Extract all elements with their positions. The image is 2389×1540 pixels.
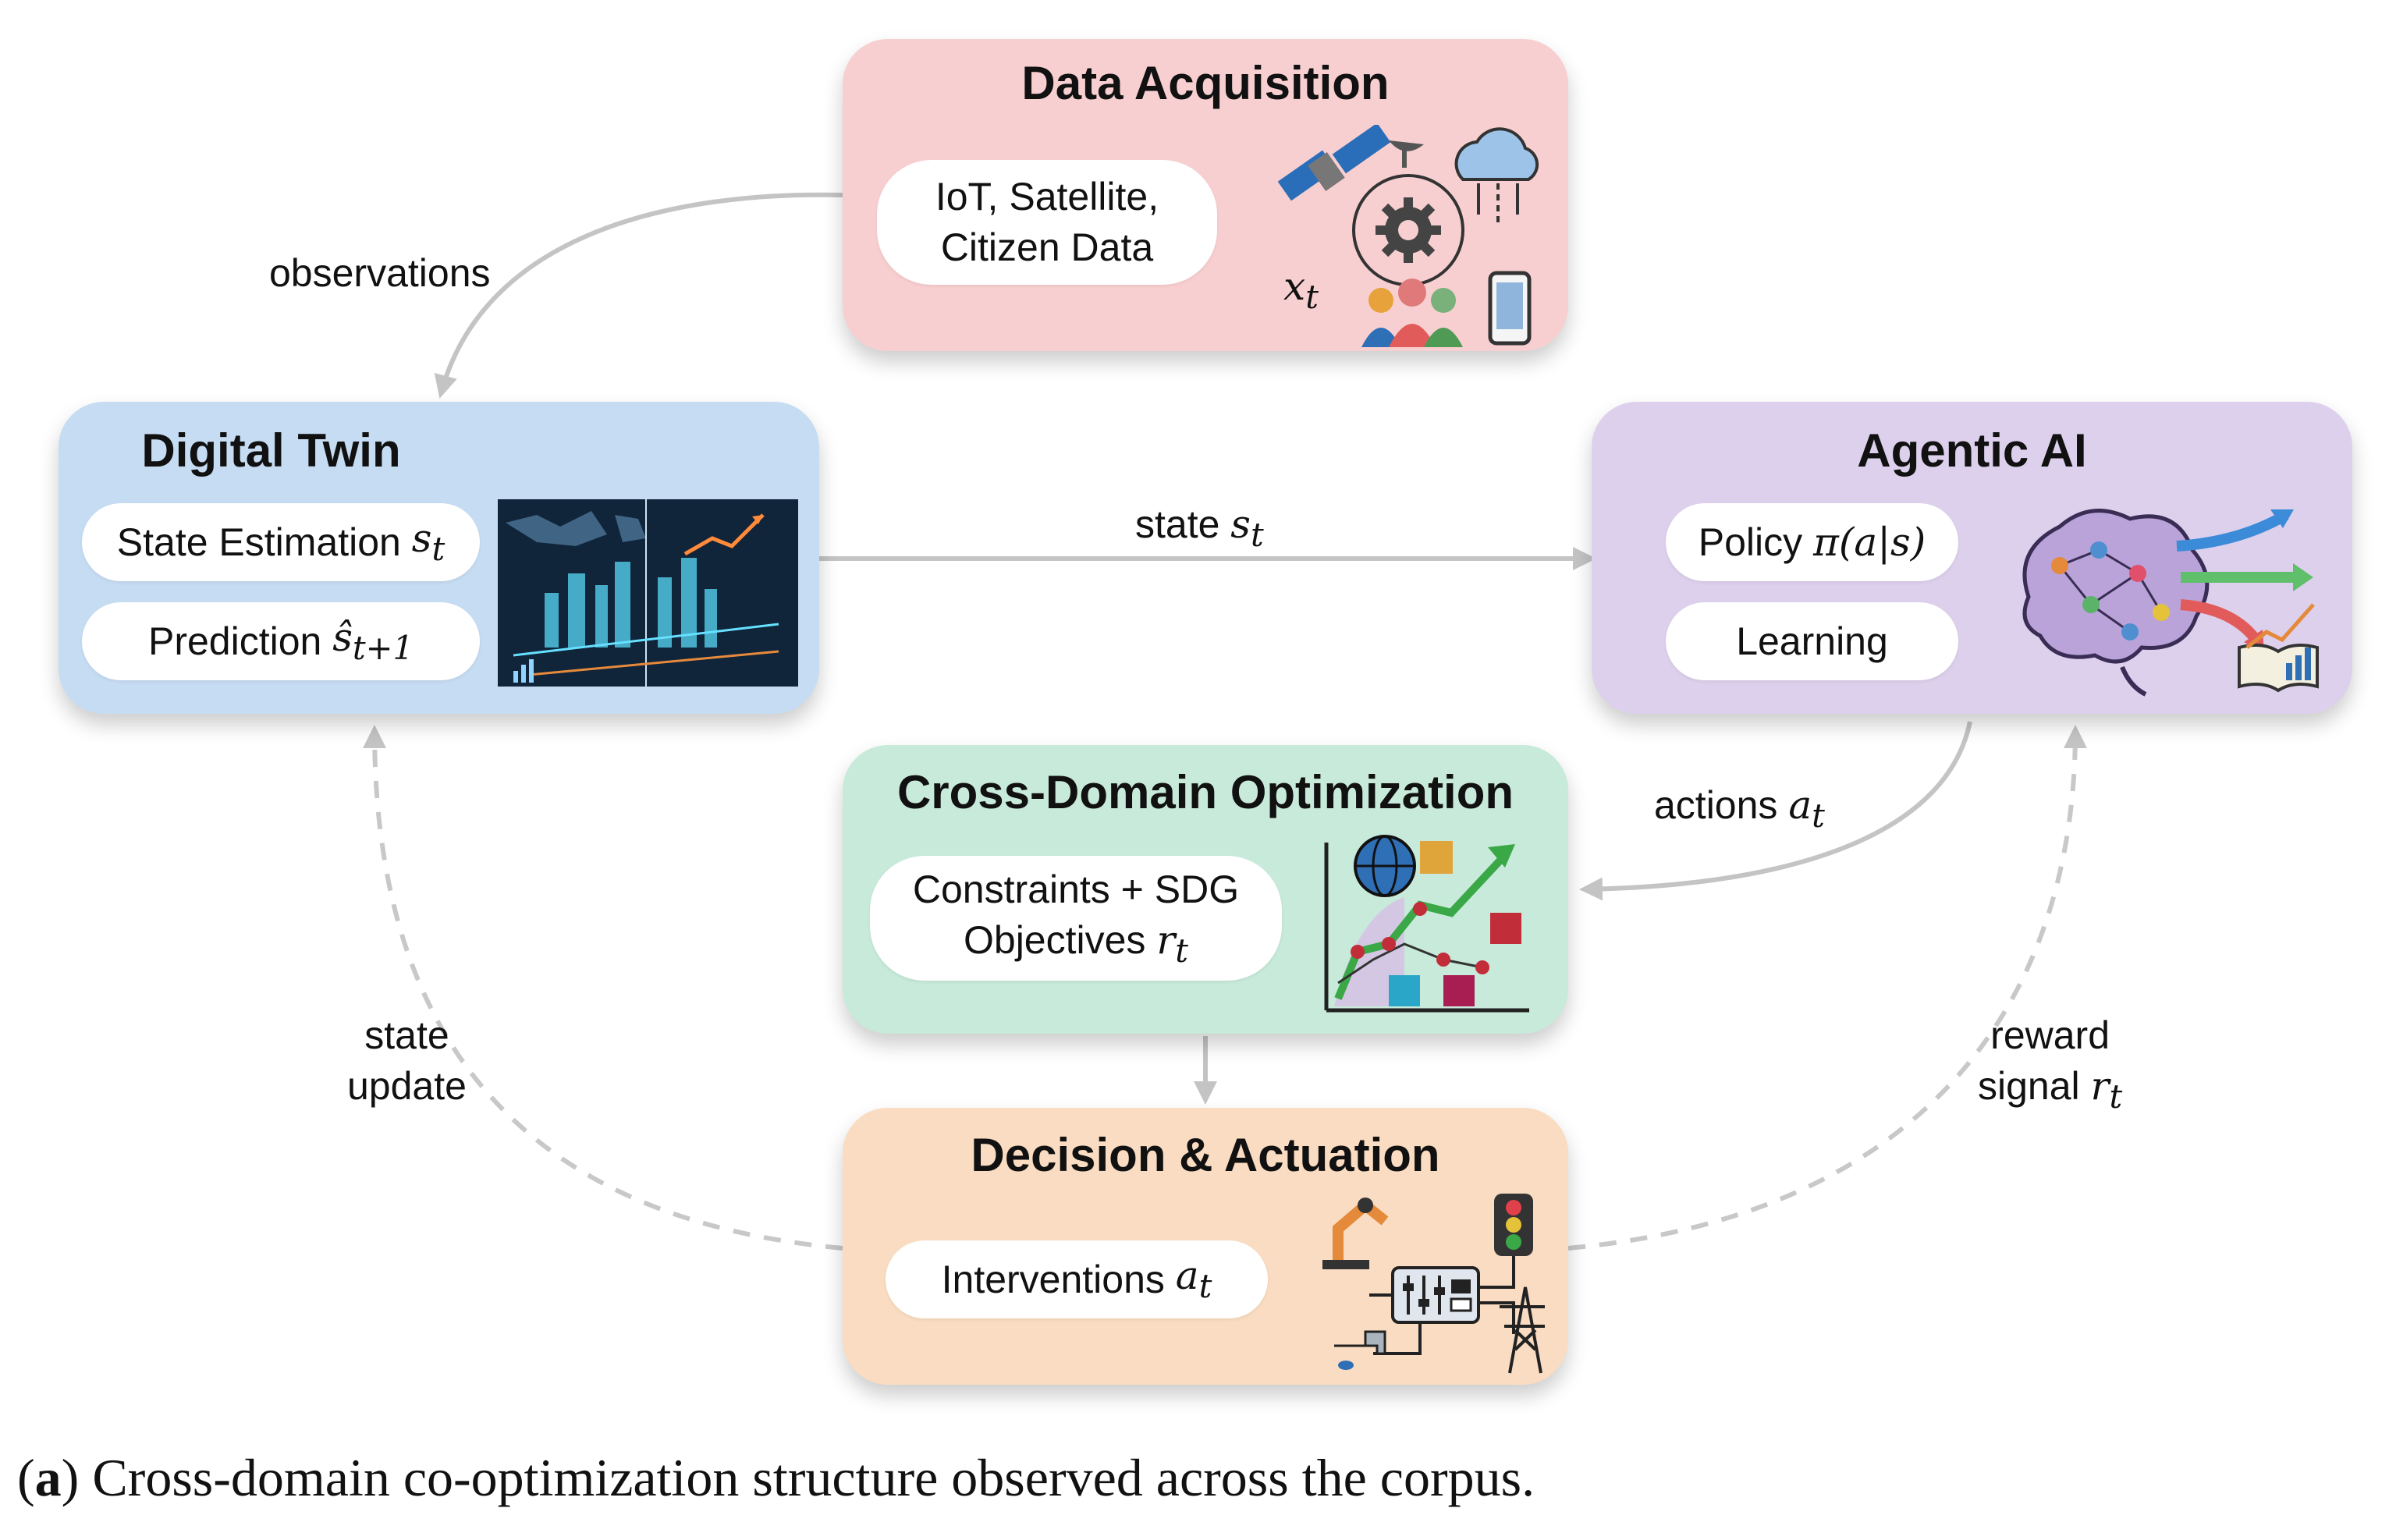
phone-icon (1488, 271, 1532, 346)
state-estimation-pill: State Estimation st (82, 503, 480, 581)
sdg-tiles-icon (1389, 841, 1521, 1006)
cross-domain-optimization-box: Cross-Domain Optimization Constraints + … (843, 745, 1568, 1034)
reward-signal-label: reward signal rt (1978, 1013, 2123, 1116)
faucet-icon (1334, 1330, 1386, 1370)
optimization-chart-icon-cluster (1324, 835, 1529, 1013)
brain-icon (2022, 509, 2210, 697)
people-icon (1361, 279, 1463, 347)
reward-signal-arrow (1567, 725, 2087, 1251)
digital-twin-title: Digital Twin (141, 424, 401, 477)
control-panel-icon (1391, 1266, 1480, 1324)
observation-variable: xt (1283, 264, 1319, 316)
interventions-pill: Interventions at (886, 1240, 1268, 1318)
prediction-pill: Prediction ŝt+1 (82, 602, 480, 680)
actions-label: actions at (1654, 782, 1825, 835)
observations-label: observations (269, 251, 491, 295)
satellite-icon (1277, 125, 1391, 201)
learning-pill: Learning (1666, 602, 1958, 680)
data-sources-line1: IoT, Satellite, (935, 175, 1159, 218)
brain-ai-icon-cluster (2022, 509, 2319, 697)
cross-domain-title: Cross-Domain Optimization (896, 766, 1514, 818)
satellite-dish-icon (1389, 140, 1424, 168)
decision-title: Decision & Actuation (971, 1129, 1440, 1181)
gear-icon (1352, 174, 1464, 286)
state-update-arrow (363, 725, 843, 1251)
chart-book-icon (2238, 603, 2319, 693)
actuation-icon-cluster (1322, 1194, 1545, 1374)
city-dashboard-image (498, 499, 798, 687)
agentic-ai-title: Agentic AI (1857, 424, 2087, 477)
state-label: state st (1135, 502, 1264, 554)
robot-arm-icon (1322, 1198, 1389, 1269)
globe-icon (1354, 835, 1416, 897)
constraints-pill: Constraints + SDG Objectives rt (870, 856, 1282, 981)
figure-caption: (a) Cross-domain co-optimization structu… (17, 1448, 1535, 1507)
digital-twin-box: Digital Twin State Estimation st Predict… (59, 402, 819, 714)
policy-pill: Policy π(a|s) (1666, 503, 1958, 581)
agentic-ai-box: Agentic AI Policy π(a|s) Learning (1592, 402, 2352, 714)
data-acquisition-title: Data Acquisition (1021, 57, 1390, 109)
traffic-light-icon (1494, 1194, 1533, 1256)
state-update-label: state update (347, 1013, 467, 1108)
cloud-icon (1454, 127, 1539, 226)
actions-arrow (1579, 721, 1972, 901)
observations-arrow (434, 192, 843, 399)
data-sources-pill: IoT, Satellite, Citizen Data (877, 160, 1217, 285)
data-sources-icon-cluster (1277, 125, 1539, 347)
power-tower-icon (1500, 1286, 1545, 1374)
decision-actuation-box: Decision & Actuation Interventions at (843, 1108, 1568, 1385)
data-acquisition-box: Data Acquisition IoT, Satellite, Citizen… (843, 39, 1568, 351)
arrows-icon (2176, 509, 2313, 653)
data-sources-line2: Citizen Data (940, 225, 1154, 269)
growth-chart-icon (1334, 851, 1509, 1000)
